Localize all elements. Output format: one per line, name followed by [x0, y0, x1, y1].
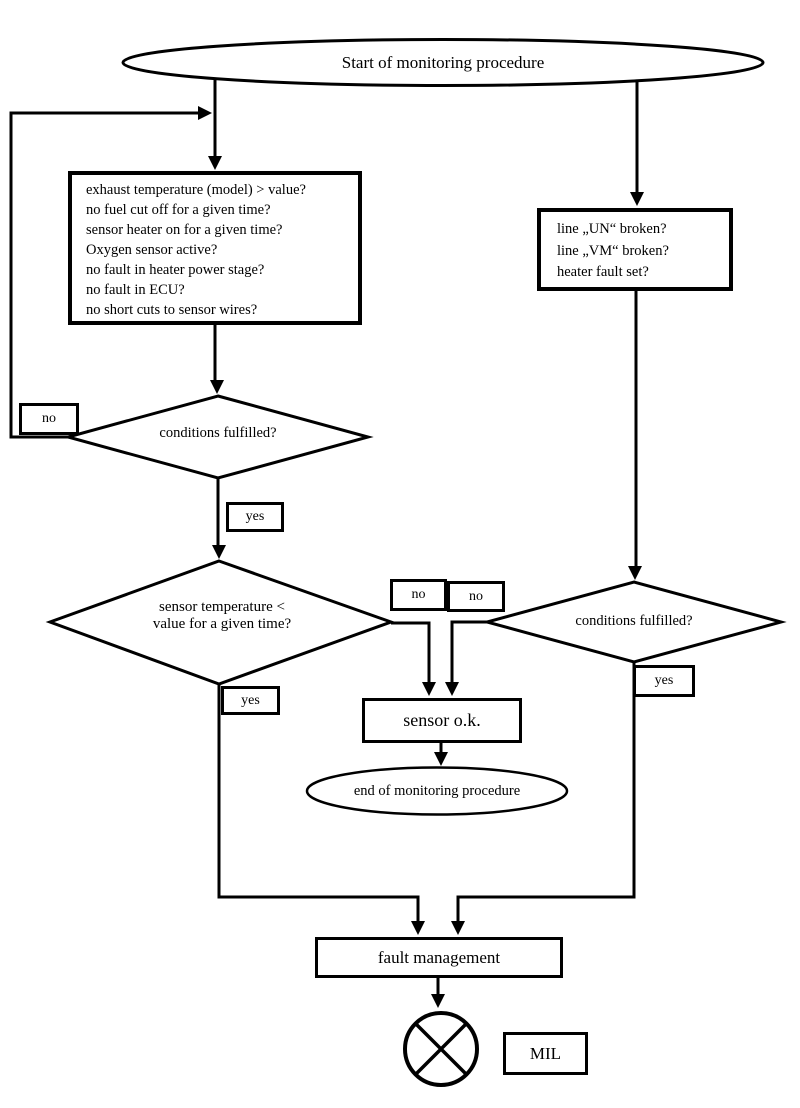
condition-line: Oxygen sensor active?: [86, 242, 218, 258]
fault-management-box: fault management: [315, 937, 563, 978]
decision-mid-label: sensor temperature < value for a given t…: [122, 599, 322, 633]
sensor-ok-box: sensor o.k.: [362, 698, 522, 743]
start-label: Start of monitoring procedure: [341, 53, 545, 72]
edge-decision-right-yes-to-fault: [456, 662, 636, 924]
condition-line: heater fault set?: [557, 264, 649, 280]
edge-decision-mid-yes-to-fault: [217, 684, 420, 924]
mil-lamp-icon: [403, 1011, 479, 1087]
arrowhead: [445, 682, 459, 696]
arrowhead: [434, 752, 448, 766]
label-no-mid-right: no: [447, 581, 505, 612]
condition-line: no fault in ECU?: [86, 282, 185, 298]
end-terminator: [305, 766, 569, 816]
arrowhead: [630, 192, 644, 206]
decision-left-label: conditions fulfilled?: [159, 425, 277, 441]
arrowhead: [411, 921, 425, 935]
arrowhead: [422, 682, 436, 696]
condition-line: no fuel cut off for a given time?: [86, 202, 271, 218]
start-terminator: [121, 38, 765, 87]
entry-conditions-box: exhaust temperature (model) > value? no …: [68, 171, 362, 325]
arrowhead: [431, 994, 445, 1008]
arrowhead: [451, 921, 465, 935]
edge-no-feedback-loop: [9, 111, 199, 439]
condition-line: exhaust temperature (model) > value?: [86, 182, 306, 198]
decision-left-diamond: [62, 394, 374, 480]
edge-decision-mid-no-to-sensorok: [391, 621, 431, 684]
label-yes-right: yes: [633, 665, 695, 697]
arrowhead: [628, 566, 642, 580]
label-no-feedback: no: [19, 403, 79, 435]
end-label: end of monitoring procedure: [353, 783, 521, 799]
decision-mid-line: value for a given time?: [152, 616, 292, 632]
condition-line: no short cuts to sensor wires?: [86, 302, 258, 318]
decision-mid-line: sensor temperature <: [159, 599, 285, 615]
label-yes-left: yes: [226, 502, 284, 532]
decision-right-diamond: [481, 580, 787, 664]
arrowhead: [208, 156, 222, 170]
edge-decision-right-no-to-sensorok: [450, 620, 487, 684]
condition-line: no fault in heater power stage?: [86, 262, 265, 278]
condition-line: line „UN“ broken?: [557, 221, 667, 237]
label-no-mid-left: no: [390, 579, 447, 611]
arrowhead: [210, 380, 224, 394]
mil-label-box: MIL: [503, 1032, 588, 1075]
line-check-box: line „UN“ broken? line „VM“ broken? heat…: [537, 208, 733, 291]
condition-line: sensor heater on for a given time?: [86, 222, 283, 238]
condition-line: line „VM“ broken?: [557, 242, 669, 259]
decision-mid-diamond: [45, 559, 396, 686]
arrowhead: [212, 545, 226, 559]
label-yes-mid: yes: [221, 686, 280, 715]
decision-right-label: conditions fulfilled?: [575, 613, 693, 629]
arrowhead: [198, 106, 212, 120]
